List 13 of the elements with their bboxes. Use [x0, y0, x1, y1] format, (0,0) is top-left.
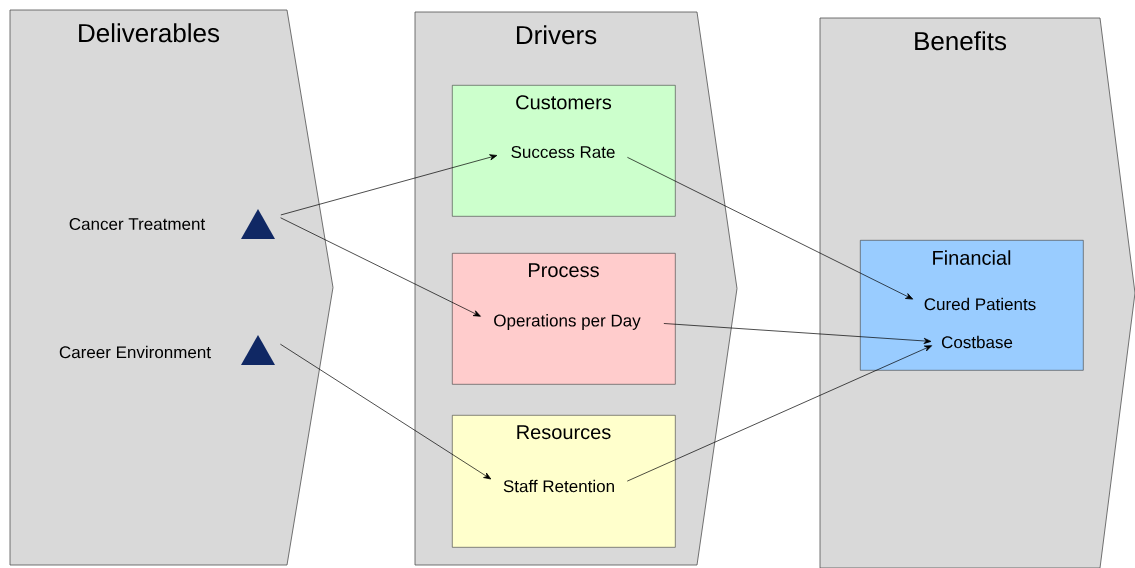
arrow — [663, 323, 932, 344]
arrow — [280, 154, 498, 216]
item-label: Success Rate — [511, 146, 615, 159]
item-label: Cured Patients — [924, 297, 1036, 311]
item-label: Career Environment — [59, 345, 211, 359]
item-label: Staff Retention — [503, 479, 614, 493]
item-label: Operations per Day — [494, 314, 641, 330]
arrow — [280, 217, 481, 317]
arrow — [627, 157, 914, 300]
item-label: Cancer Treatment — [69, 218, 206, 231]
item-label: Costbase — [941, 335, 1013, 349]
arrow — [280, 343, 492, 480]
arrow — [626, 345, 933, 482]
